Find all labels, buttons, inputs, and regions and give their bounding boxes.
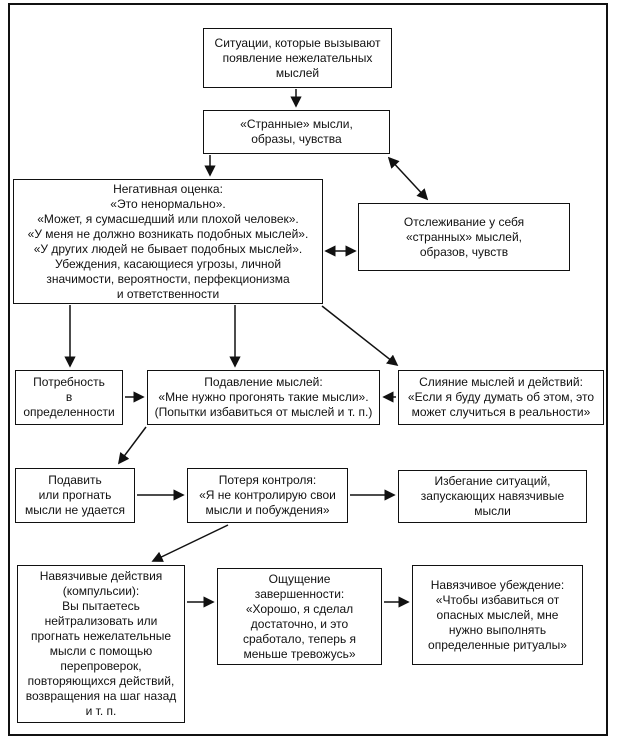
node-loss-of-control-label: Потеря контроля: «Я не контролирую свои … bbox=[199, 473, 336, 517]
node-obsessive-belief-label: Навязчивое убеждение: «Чтобы избавиться … bbox=[428, 577, 567, 652]
node-thought-suppression: Подавление мыслей: «Мне нужно прогонять … bbox=[147, 370, 380, 425]
node-suppression-fails-label: Подавить или прогнать мысли не удается bbox=[25, 473, 125, 517]
node-negative-appraisal: Негативная оценка: «Это ненормально». «М… bbox=[13, 179, 323, 304]
node-sense-of-completeness-label: Ощущение завершенности: «Хорошо, я сдела… bbox=[242, 571, 357, 661]
node-situations: Ситуации, которые вызывают появление неж… bbox=[203, 28, 392, 88]
node-thought-action-fusion-label: Слияние мыслей и действий: «Если я буду … bbox=[407, 375, 595, 419]
node-self-monitoring: Отслеживание у себя «странных» мыслей, о… bbox=[358, 203, 570, 271]
page-border-frame bbox=[8, 3, 608, 736]
node-compulsions-label: Навязчивые действия (компульсии): Вы пыт… bbox=[25, 569, 177, 718]
node-negative-appraisal-label: Негативная оценка: «Это ненормально». «М… bbox=[27, 181, 309, 301]
node-strange-thoughts-label: «Странные» мысли, образы, чувства bbox=[240, 117, 353, 146]
node-self-monitoring-label: Отслеживание у себя «странных» мыслей, о… bbox=[403, 214, 525, 259]
node-avoidance-label: Избегание ситуаций, запускающих навязчив… bbox=[420, 474, 565, 518]
node-loss-of-control: Потеря контроля: «Я не контролирую свои … bbox=[187, 468, 348, 523]
arrow-suppression-to-fail bbox=[117, 426, 147, 465]
node-strange-thoughts: «Странные» мысли, образы, чувства bbox=[203, 110, 390, 154]
node-compulsions: Навязчивые действия (компульсии): Вы пыт… bbox=[17, 565, 185, 723]
node-thought-suppression-label: Подавление мыслей: «Мне нужно прогонять … bbox=[154, 375, 373, 419]
node-avoidance: Избегание ситуаций, запускающих навязчив… bbox=[398, 470, 587, 523]
arrow-loss-to-compulsions bbox=[151, 524, 229, 562]
node-thought-action-fusion: Слияние мыслей и действий: «Если я буду … bbox=[398, 370, 604, 425]
arrow-negative-to-fusion bbox=[321, 305, 399, 367]
node-sense-of-completeness: Ощущение завершенности: «Хорошо, я сдела… bbox=[217, 568, 382, 665]
node-obsessive-belief: Навязчивое убеждение: «Чтобы избавиться … bbox=[412, 565, 583, 665]
arrow-strange-monitoring-two-way bbox=[387, 156, 429, 201]
node-need-for-certainty: Потребность в определенности bbox=[15, 370, 123, 425]
node-suppression-fails: Подавить или прогнать мысли не удается bbox=[15, 468, 135, 523]
node-need-for-certainty-label: Потребность в определенности bbox=[23, 375, 115, 419]
node-situations-label: Ситуации, которые вызывают появление неж… bbox=[214, 35, 381, 80]
